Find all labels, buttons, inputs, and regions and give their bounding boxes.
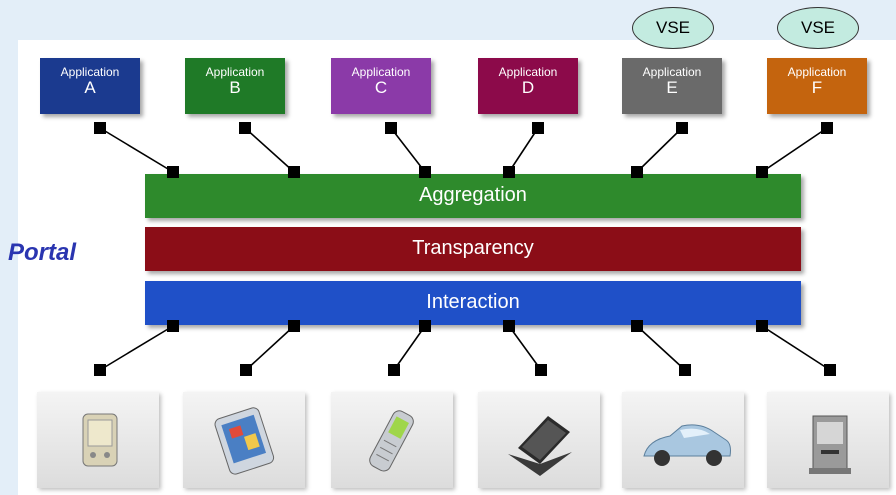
device-connector-node: [824, 364, 836, 376]
device-connector-node: [535, 364, 547, 376]
application-letter: C: [374, 78, 388, 97]
app-connector-node: [94, 122, 106, 134]
connector-line: [508, 127, 539, 173]
connector-line: [99, 127, 174, 173]
app-connector-node: [532, 122, 544, 134]
device-tile: [37, 392, 159, 488]
device-connector-node: [94, 364, 106, 376]
device-connector-node: [679, 364, 691, 376]
layer-bottom-node: [631, 320, 643, 332]
tablet-icon: [214, 407, 275, 475]
application-letter: B: [229, 78, 241, 97]
connector-line: [761, 325, 831, 371]
device-tile: [183, 392, 305, 488]
layer-top-node: [756, 166, 768, 178]
device-tile: [622, 392, 744, 488]
layer-bottom-node: [419, 320, 431, 332]
connector-line: [636, 127, 683, 173]
layer-bottom-node: [288, 320, 300, 332]
application-label: Application: [498, 65, 558, 79]
app-connector-node: [385, 122, 397, 134]
device-connector-node: [388, 364, 400, 376]
application-letter: F: [811, 78, 823, 97]
laptop-icon: [508, 416, 572, 476]
connector-line: [761, 127, 828, 173]
layer-bottom-node: [167, 320, 179, 332]
layer-top-node: [503, 166, 515, 178]
app-connector-node: [239, 122, 251, 134]
layer-top-node: [419, 166, 431, 178]
device-connector-node: [240, 364, 252, 376]
device-tile: [478, 392, 600, 488]
layer-top-node: [167, 166, 179, 178]
portal-label: Portal: [8, 239, 77, 266]
pda-icon: [82, 413, 118, 467]
layer-transparency: Transparency: [145, 227, 801, 271]
device-tile: [331, 392, 453, 488]
application-letter: D: [521, 78, 535, 97]
mobile-phone-icon: [369, 410, 414, 472]
layer-interaction: Interaction: [145, 281, 801, 325]
connector-line: [508, 325, 542, 371]
layer-aggregation: Aggregation: [145, 174, 801, 218]
connector-line: [393, 325, 426, 371]
application-letter: E: [666, 78, 678, 97]
layer-bottom-node: [503, 320, 515, 332]
layer-top-node: [631, 166, 643, 178]
application-label: Application: [60, 65, 120, 79]
app-connector-node: [821, 122, 833, 134]
device-tile: [767, 392, 889, 488]
connector-line: [99, 325, 174, 371]
connector-line: [636, 325, 686, 371]
vse-badge: VSE: [777, 7, 859, 49]
connector-line: [244, 127, 295, 173]
application-label: Application: [205, 65, 265, 79]
layer-bottom-node: [756, 320, 768, 332]
kiosk-icon: [809, 415, 851, 474]
layer-top-node: [288, 166, 300, 178]
application-label: Application: [351, 65, 411, 79]
app-connector-node: [676, 122, 688, 134]
connector-line: [245, 325, 295, 371]
vse-badge: VSE: [632, 7, 714, 49]
application-label: Application: [787, 65, 847, 79]
connector-line: [390, 127, 426, 173]
application-label: Application: [642, 65, 702, 79]
application-letter: A: [84, 78, 96, 97]
car-icon: [643, 424, 731, 466]
